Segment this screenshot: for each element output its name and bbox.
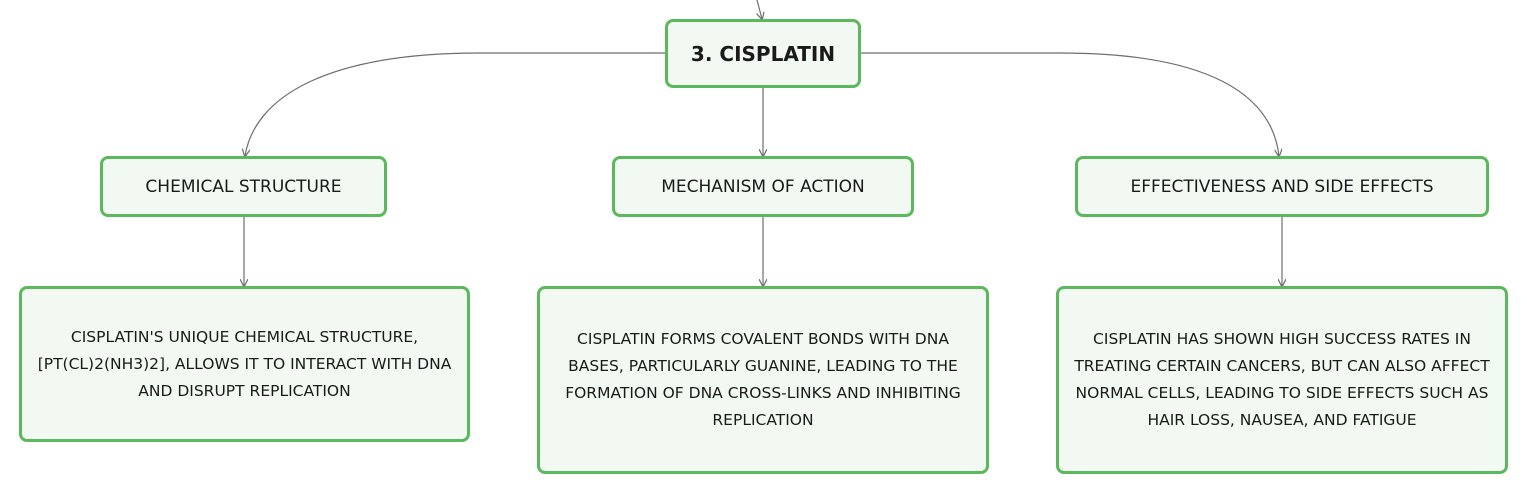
detail-node-text: CISPLATIN FORMS COVALENT BONDS WITH DNA …: [565, 330, 961, 429]
topic-node-label: MECHANISM OF ACTION: [661, 176, 865, 197]
connector-root-to-topic-3: [861, 52, 1279, 156]
connector-root-to-topic-1: [245, 52, 665, 156]
detail-node-mechanism-of-action[interactable]: CISPLATIN FORMS COVALENT BONDS WITH DNA …: [537, 286, 989, 474]
topic-node-mechanism-of-action[interactable]: MECHANISM OF ACTION: [612, 156, 914, 217]
detail-node-chemical-structure[interactable]: CISPLATIN'S UNIQUE CHEMICAL STRUCTURE, […: [19, 286, 470, 442]
connector-parent-to-root: [757, 0, 762, 19]
detail-node-effectiveness-and-side-effects[interactable]: CISPLATIN HAS SHOWN HIGH SUCCESS RATES I…: [1056, 286, 1508, 474]
detail-node-text: CISPLATIN HAS SHOWN HIGH SUCCESS RATES I…: [1074, 330, 1490, 429]
topic-node-label: EFFECTIVENESS AND SIDE EFFECTS: [1130, 176, 1434, 197]
topic-node-chemical-structure[interactable]: CHEMICAL STRUCTURE: [100, 156, 387, 217]
topic-node-effectiveness-and-side-effects[interactable]: EFFECTIVENESS AND SIDE EFFECTS: [1075, 156, 1489, 217]
detail-node-text: CISPLATIN'S UNIQUE CHEMICAL STRUCTURE, […: [37, 327, 452, 400]
topic-node-label: CHEMICAL STRUCTURE: [145, 176, 342, 197]
root-node-label: 3. CISPLATIN: [690, 41, 836, 66]
root-node[interactable]: 3. CISPLATIN: [665, 19, 861, 88]
